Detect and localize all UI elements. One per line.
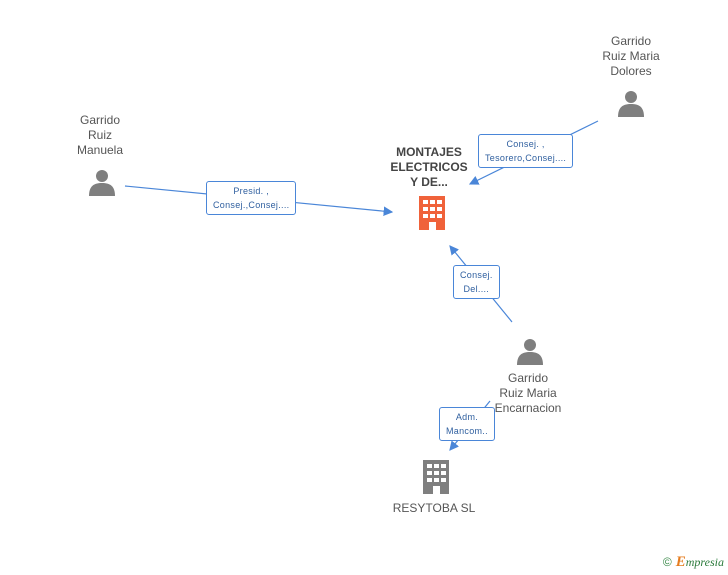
- node-label-dolores[interactable]: Garrido Ruiz Maria Dolores: [602, 34, 660, 78]
- person-icon[interactable]: [88, 168, 116, 196]
- person-icon[interactable]: [617, 89, 645, 117]
- node-label-resytoba[interactable]: RESYTOBA SL: [392, 501, 476, 515]
- person-icon[interactable]: [516, 337, 544, 365]
- node-label-main-company[interactable]: MONTAJES ELECTRICOS Y DE...: [390, 145, 468, 189]
- building-icon[interactable]: [417, 196, 447, 230]
- edge-label-encarnacion-resytoba[interactable]: Adm. Mancom..: [439, 407, 495, 441]
- edge-label-manuela-main[interactable]: Presid. , Consej.,Consej....: [206, 181, 297, 215]
- building-icon[interactable]: [421, 460, 451, 494]
- brand-logo: ©Empresia: [662, 554, 724, 570]
- edge-label-encarnacion-main[interactable]: Consej. Del....: [453, 265, 500, 299]
- node-label-manuela[interactable]: Garrido Ruiz Manuela: [76, 113, 124, 157]
- node-label-encarnacion[interactable]: Garrido Ruiz Maria Encarnacion: [494, 371, 562, 415]
- edge-label-dolores-main[interactable]: Consej. , Tesorero,Consej....: [478, 134, 574, 168]
- copyright-icon: ©: [662, 555, 672, 569]
